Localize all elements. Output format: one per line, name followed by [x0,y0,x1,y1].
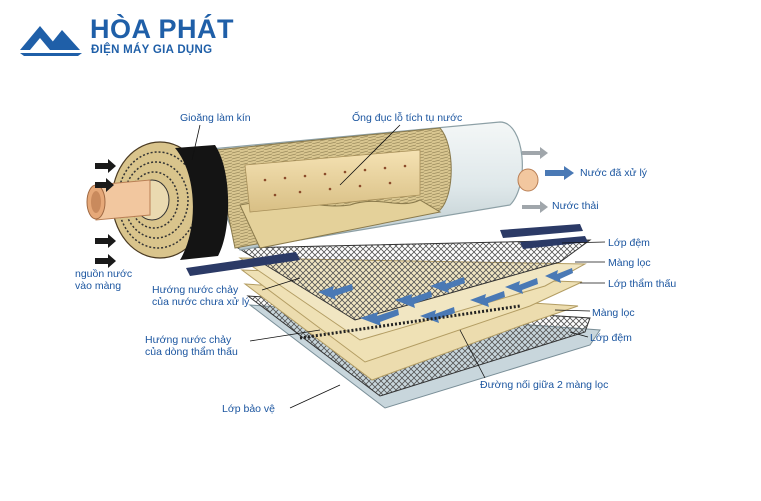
brand-subtitle: ĐIỆN MÁY GIA DỤNG [91,44,213,56]
label-untreated-flow: Hướng nước chảy của nước chưa xử lý [152,284,249,308]
label-perforated-tube: Ống đục lỗ tích tụ nước [352,112,463,124]
label-permeate-flow: Hướng nước chảy của dòng thẩm thấu [145,334,238,358]
label-spacer-bottom: Lớp đệm [590,332,632,344]
gasket-ring [175,145,229,260]
label-protective-layer: Lớp bảo vệ [222,403,276,415]
feed-bars [186,224,588,276]
label-membrane-top: Màng lọc [608,257,651,269]
label-membrane-bottom: Màng lọc [592,307,635,319]
brand-name: HÒA PHÁT [90,14,234,44]
outlet-tube [517,168,539,192]
joint-line [299,304,521,340]
label-water-source-line2: vào màng [75,280,122,292]
permeate-flow-arrows [318,268,573,326]
label-joint-line: Đường nối giữa 2 màng lọc [480,379,609,391]
label-untreated-flow-line1: Hướng nước chảy [152,284,239,296]
core-holes [263,164,407,197]
label-treated-water: Nước đã xử lý [580,167,648,179]
hoa-phat-logo-icon [20,26,82,56]
membrane-cylinder [86,121,539,260]
leader-lines [191,124,606,409]
label-gasket: Gioăng làm kín [180,112,251,124]
label-permeate-layer: Lớp thẩm thấu [608,278,677,290]
label-waste-water: Nước thải [552,200,599,212]
label-untreated-flow-line2: của nước chưa xử lý [152,296,250,308]
spacer-top-sheet [236,239,592,321]
label-water-source-line1: nguồn nước [75,268,133,280]
perforated-core [244,149,421,213]
inlet-pipe [86,179,151,221]
label-spacer-top: Lớp đệm [608,237,650,249]
outlet-arrows [522,147,574,213]
label-water-source: nguồn nước vào màng [75,268,132,292]
label-permeate-flow-line1: Hướng nước chảy [145,334,232,346]
label-permeate-flow-line2: của dòng thẩm thấu [145,346,238,358]
inlet-arrows [95,159,116,268]
